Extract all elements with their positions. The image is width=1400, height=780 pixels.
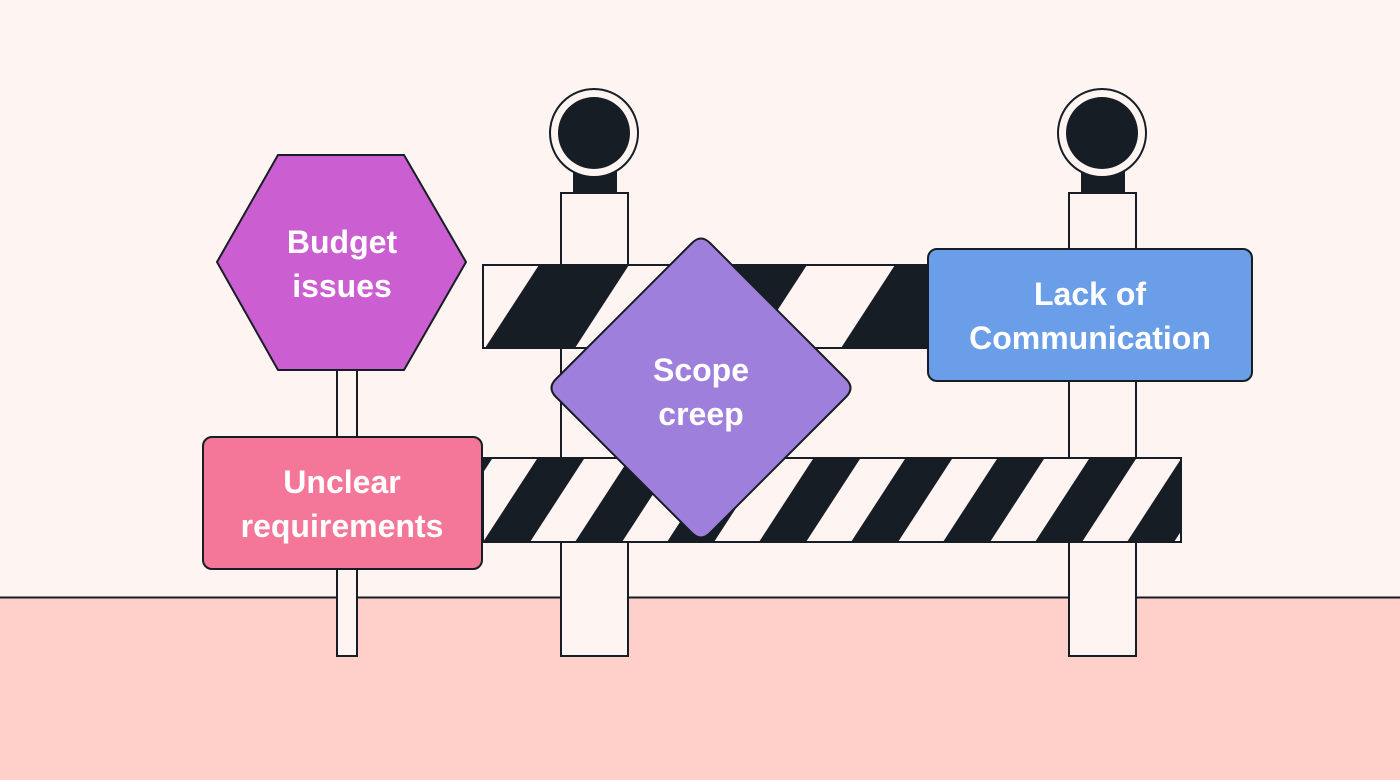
unclear-requirements-sign: Unclear requirements — [202, 436, 483, 570]
warning-lamp-icon — [558, 97, 630, 169]
hexagon-shape — [216, 154, 467, 371]
scope-creep-sign: Scope creep — [550, 237, 852, 539]
hazard-stripe — [483, 458, 493, 473]
sign-label-line-1: Budget — [287, 224, 398, 260]
sign-label-line-1: Scope — [653, 352, 749, 388]
sign-board — [202, 436, 483, 570]
sign-label-line-2: requirements — [241, 508, 444, 544]
sign-label-line-1: Lack of — [1034, 276, 1146, 312]
hazard-stripe — [1035, 458, 1137, 542]
diamond-shape — [550, 237, 852, 539]
sign-label-line-2: issues — [292, 268, 392, 304]
barricade-bar-bottom — [482, 457, 1182, 543]
hazard-stripe — [943, 458, 1045, 542]
hazard-stripe — [759, 458, 861, 542]
lack-of-communication-sign: Lack of Communication — [927, 248, 1253, 382]
warning-lamp-icon — [1066, 97, 1138, 169]
hazard-stripe — [851, 458, 953, 542]
budget-issues-sign: Budget issues — [216, 154, 467, 371]
ground — [0, 598, 1400, 780]
sign-label-line-2: Communication — [969, 320, 1211, 356]
sign-board — [927, 248, 1253, 382]
sign-label-line-2: creep — [658, 396, 743, 432]
hazard-stripe — [485, 265, 629, 348]
hazard-stripe — [483, 458, 585, 542]
sign-label-line-1: Unclear — [283, 464, 400, 500]
hazard-stripe — [1127, 458, 1181, 542]
